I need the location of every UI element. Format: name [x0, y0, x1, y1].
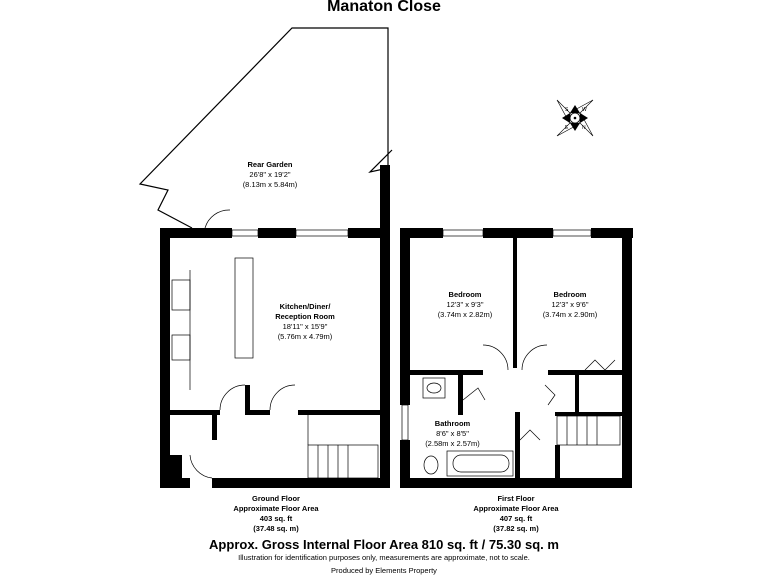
floor-area-sqm: (37.48 sq. m)	[253, 524, 299, 533]
room-name: Reception Room	[275, 312, 335, 321]
room-size-metric: (3.74m x 2.82m)	[437, 310, 493, 319]
disclaimer: Illustration for identification purposes…	[238, 553, 530, 562]
first-floor-fixtures	[401, 229, 621, 477]
compass-letter: S	[565, 107, 569, 113]
first-floor-area: First Floor Approximate Floor Area 407 s…	[436, 494, 596, 534]
room-label-kitchen: Kitchen/Diner/ Reception Room 18'11" x 1…	[255, 302, 355, 342]
room-size-metric: (3.74m x 2.90m)	[542, 310, 598, 319]
room-size-imperial: 12'3" x 9'3"	[446, 300, 484, 309]
floor-area-sqft: 407 sq. ft	[499, 514, 533, 523]
room-name: Bathroom	[434, 419, 471, 428]
garden-boundary	[138, 27, 393, 229]
floor-name: Ground Floor	[252, 494, 300, 503]
ground-floor-fixtures	[171, 209, 379, 479]
room-size-metric: (5.76m x 4.79m)	[277, 332, 333, 341]
room-size-imperial: 12'3" x 9'6"	[551, 300, 589, 309]
gross-floor-area: Approx. Gross Internal Floor Area 810 sq…	[209, 537, 559, 552]
floor-area-label: Approximate Floor Area	[473, 504, 559, 513]
page-title: Manaton Close	[327, 0, 441, 15]
room-size-imperial: 26'8" x 19'2"	[249, 170, 291, 179]
floor-area-label: Approximate Floor Area	[233, 504, 319, 513]
compass-icon: S W E N	[556, 99, 594, 137]
room-label-bedroom-1: Bedroom 12'3" x 9'3" (3.74m x 2.82m)	[420, 290, 510, 320]
compass-letter: N	[582, 125, 586, 131]
room-size-imperial: 8'6" x 8'5"	[436, 429, 469, 438]
first-floor-walls	[400, 228, 633, 488]
room-name: Kitchen/Diner/	[279, 302, 331, 311]
room-size-metric: (2.58m x 2.57m)	[425, 439, 480, 448]
floor-name: First Floor	[497, 494, 535, 503]
room-label-bedroom-2: Bedroom 12'3" x 9'6" (3.74m x 2.90m)	[525, 290, 615, 320]
room-name: Rear Garden	[247, 160, 293, 169]
compass-letter: E	[565, 125, 569, 131]
room-label-garden: Rear Garden 26'8" x 19'2" (8.13m x 5.84m…	[220, 160, 320, 190]
room-name: Bedroom	[448, 290, 482, 299]
room-size-metric: (8.13m x 5.84m)	[242, 180, 298, 189]
room-name: Bedroom	[553, 290, 587, 299]
floor-area-sqm: (37.82 sq. m)	[493, 524, 539, 533]
producer-credit: Produced by Elements Property	[331, 566, 437, 575]
room-label-bathroom: Bathroom 8'6" x 8'5" (2.58m x 2.57m)	[415, 419, 490, 449]
ground-floor-area: Ground Floor Approximate Floor Area 403 …	[196, 494, 356, 534]
room-size-imperial: 18'11" x 15'9"	[282, 322, 328, 331]
floor-area-sqft: 403 sq. ft	[259, 514, 293, 523]
compass-letter: W	[582, 107, 587, 113]
ground-floor-walls	[160, 165, 390, 488]
